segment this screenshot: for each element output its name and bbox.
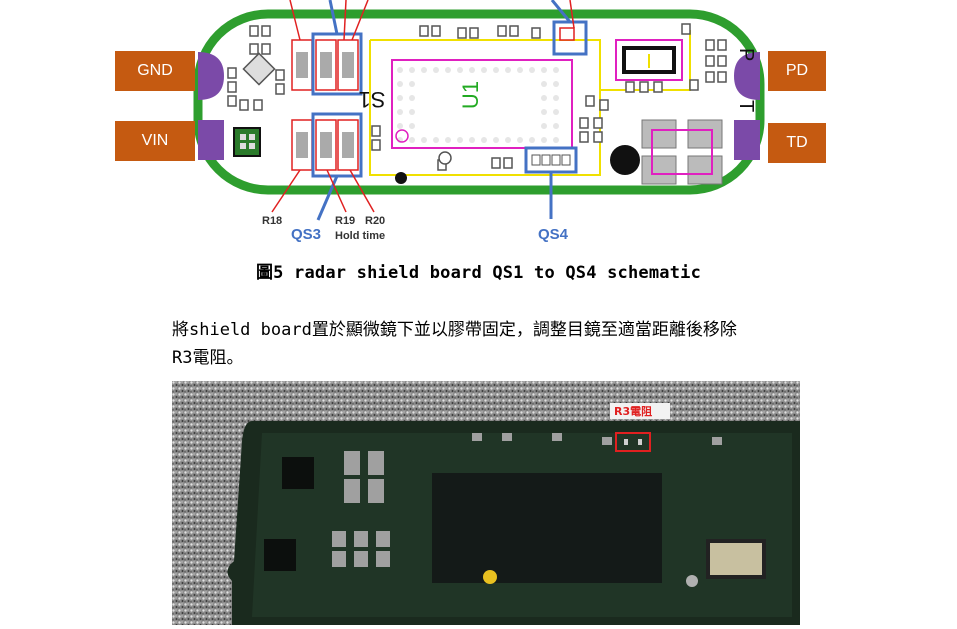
trace <box>369 39 601 176</box>
body-paragraph-line1: 將shield board置於顯微鏡下並以膠帶固定，調整目鏡至適當距離後移除 <box>172 320 737 340</box>
pd-pad <box>734 52 760 100</box>
silk-s1: S1 <box>359 87 386 112</box>
silk-p: P <box>735 48 757 61</box>
r18-leader <box>271 169 301 213</box>
resistor-pads-bottom <box>291 119 359 171</box>
qs-leader-right <box>550 0 572 23</box>
r18-label: R18 <box>262 215 282 227</box>
r20-label: R20 <box>365 215 385 227</box>
board-schematic-figure: U1 <box>0 0 957 250</box>
pin1-marker <box>395 129 409 143</box>
vin-pin-label: VIN <box>115 121 195 161</box>
r19-leader <box>326 169 347 213</box>
td-pin-label: TD <box>768 123 826 163</box>
gnd-pin-label: GND <box>115 51 195 91</box>
r3-highlight-box <box>615 432 651 452</box>
silk-t: T <box>735 100 757 112</box>
resistor-pads-top <box>291 39 359 91</box>
component <box>242 52 276 86</box>
r3-callout-text: R3電阻 <box>614 404 652 418</box>
photo-chip <box>432 473 662 583</box>
u1-label: U1 <box>458 81 483 109</box>
u1-pin-grid <box>397 67 559 143</box>
via-large <box>610 145 640 175</box>
via <box>395 172 407 184</box>
large-pads <box>641 119 723 185</box>
board-photo: R3電阻 <box>172 381 801 625</box>
connector <box>233 127 261 157</box>
vin-pad <box>198 120 224 160</box>
board-schematic: U1 <box>193 0 765 243</box>
qs4-label: QS4 <box>538 226 569 243</box>
body-paragraph-line2: R3電阻。 <box>172 348 244 368</box>
qs3-label: QS3 <box>291 226 321 243</box>
gnd-pad <box>198 52 224 100</box>
qs-leader-top <box>328 0 339 35</box>
r20-leader <box>349 169 375 213</box>
photo-pads <box>332 433 722 567</box>
pd-pin-label: PD <box>768 51 826 91</box>
photo-via-gold <box>483 570 497 584</box>
hold-time-label: Hold time <box>335 230 385 242</box>
r3-callout-bg <box>610 403 670 419</box>
microscope-photo: R3電阻 <box>172 381 801 625</box>
td-pad <box>734 120 760 160</box>
r19-label: R19 <box>335 215 355 227</box>
passive-components <box>227 23 727 171</box>
qs4-pads <box>531 154 571 166</box>
u1-chip <box>391 59 573 149</box>
photo-ic <box>264 539 296 571</box>
figure-caption: 圖5 radar shield board QS1 to QS4 schemat… <box>255 263 702 283</box>
photo-crystal <box>706 539 766 579</box>
